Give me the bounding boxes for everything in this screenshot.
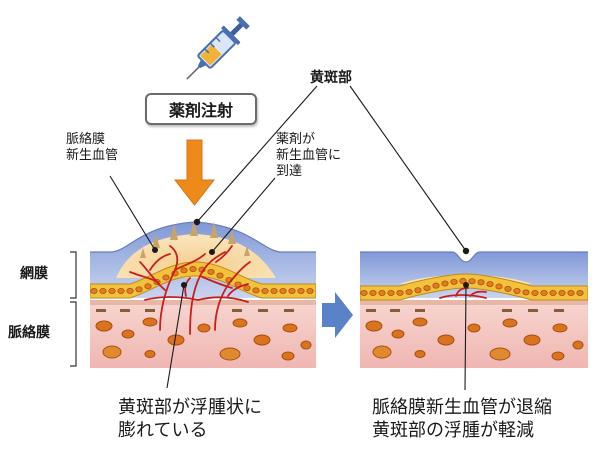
photoreceptor-cell (297, 287, 305, 294)
photoreceptor-cell (144, 283, 152, 290)
photoreceptor-cell (423, 285, 431, 292)
photoreceptor-cell (378, 289, 386, 296)
drug-reached-label: 薬剤が 新生血管に 到達 (276, 132, 342, 179)
photoreceptor-cell (189, 266, 197, 273)
choroid-label: 脈絡膜 (8, 325, 50, 341)
photoreceptor-cell (288, 287, 296, 294)
syringe-icon (186, 16, 250, 80)
photoreceptor-cell (207, 268, 215, 275)
photoreceptor-cell (180, 267, 188, 274)
photoreceptor-cell (243, 285, 251, 292)
photoreceptor-cell (117, 287, 125, 294)
choroid-vessels (95, 317, 312, 361)
photoreceptor-cell (387, 289, 395, 296)
cross-section-before (90, 220, 316, 368)
photoreceptor-cell (108, 287, 116, 294)
cross-section-after (360, 251, 588, 368)
photoreceptor-cell (486, 281, 494, 288)
photoreceptor-cell (126, 287, 134, 294)
drug-injection-label: 薬剤注射 (145, 93, 257, 125)
photoreceptor-cell (261, 287, 269, 294)
progression-arrow (322, 292, 353, 338)
photoreceptor-cell (405, 289, 413, 296)
leader-lines (109, 85, 467, 391)
photoreceptor-cell (135, 286, 143, 293)
photoreceptor-cell (540, 289, 548, 296)
photoreceptor-cell (504, 285, 512, 292)
choroid-vessels-after (365, 317, 584, 361)
photoreceptor-cell (252, 287, 260, 294)
photoreceptor-cell (216, 272, 224, 279)
choroidal-nv-label: 脈絡膜 新生血管 (66, 132, 119, 163)
photoreceptor-cell (495, 283, 503, 290)
photoreceptor-cell (306, 287, 314, 294)
photoreceptor-cell (576, 289, 584, 296)
photoreceptor-cell (279, 287, 287, 294)
photoreceptor-cell (477, 279, 485, 286)
photoreceptor-cell (162, 274, 170, 281)
after-caption: 脈絡膜新生血管が退縮 黄斑部の浮腫が軽減 (372, 397, 552, 442)
photoreceptor-cell (369, 289, 377, 296)
layer-brackets (70, 251, 77, 367)
photoreceptor-cell (531, 289, 539, 296)
injection-arrow (173, 139, 216, 206)
photoreceptor-cell (99, 287, 107, 294)
photoreceptor-cell (549, 289, 557, 296)
photoreceptor-cell (441, 280, 449, 287)
photoreceptor-cell (513, 287, 521, 294)
photoreceptor-cell (432, 282, 440, 289)
neovascular-vessels (129, 245, 251, 335)
retina-label: 網膜 (20, 266, 48, 282)
photoreceptor-cell (522, 289, 530, 296)
photoreceptor-cell (450, 278, 458, 285)
photoreceptor-cell (567, 289, 575, 296)
photoreceptor-cell (558, 289, 566, 296)
macula-label: 黄斑部 (310, 70, 352, 86)
photoreceptor-cell (360, 289, 368, 296)
photoreceptor-cell (270, 287, 278, 294)
photoreceptor-cell (90, 287, 98, 294)
photoreceptor-cell (414, 287, 422, 294)
before-caption: 黄斑部が浮腫状に 膨れている (118, 397, 262, 442)
photoreceptor-cell (396, 289, 404, 296)
photoreceptor-cell (468, 278, 476, 285)
